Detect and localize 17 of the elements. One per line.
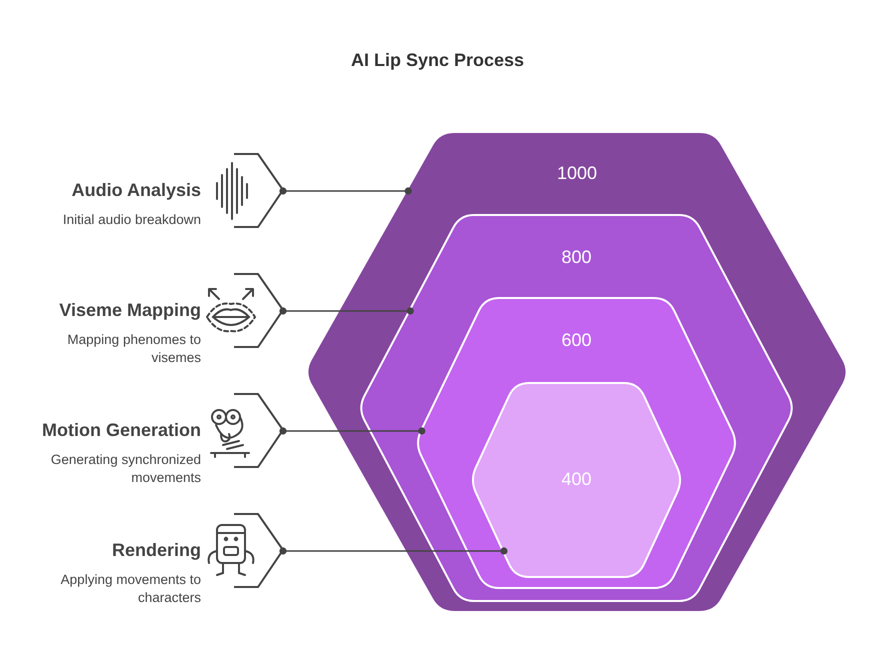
leader-line (279, 547, 508, 555)
leader-line (279, 307, 414, 315)
step-description: Applying movements to characters (60, 571, 201, 607)
step-description: Mapping phenomes to visemes (66, 331, 201, 367)
step-description: Initial audio breakdown (62, 211, 201, 229)
diagram-title: AI Lip Sync Process (350, 50, 526, 71)
level-number: 800 (561, 247, 592, 268)
leader-line (279, 187, 412, 195)
step-heading: Audio Analysis (72, 180, 201, 201)
step-heading: Motion Generation (42, 420, 201, 441)
step-heading: Viseme Mapping (59, 300, 201, 321)
leader-line (279, 427, 426, 435)
step-heading: Rendering (112, 540, 201, 561)
step-description: Generating synchronized movements (50, 451, 201, 487)
level-number: 400 (561, 469, 592, 490)
level-number: 1000 (556, 163, 598, 184)
level-number: 600 (561, 330, 592, 351)
